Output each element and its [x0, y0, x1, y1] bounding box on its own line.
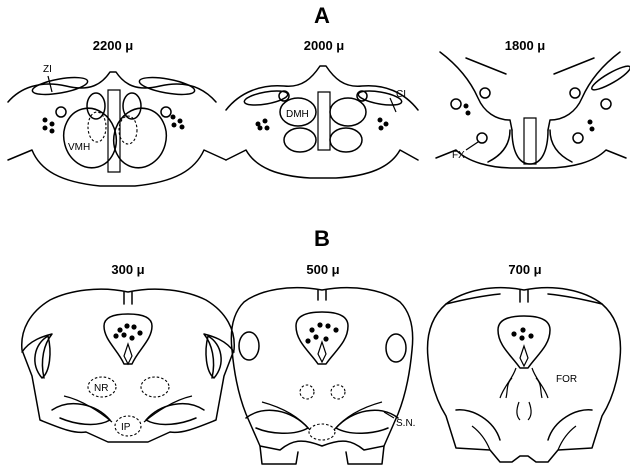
label-dmh: DMH	[286, 109, 309, 120]
label-ip: IP	[121, 422, 131, 433]
section-b-300-level: 300 μ	[111, 262, 144, 277]
label-zi: ZI	[43, 64, 52, 75]
label-ci: CI	[396, 89, 406, 100]
label-fx: FX	[452, 150, 465, 161]
section-a-2200: 2200 μ ZI VMH	[8, 38, 226, 186]
section-a-2200-level: 2200 μ	[93, 38, 134, 53]
section-a-2000: 2000 μ DMH CI	[226, 38, 418, 178]
label-sn: S.N.	[396, 418, 415, 429]
label-vmh: VMH	[68, 142, 90, 153]
section-b-500-level: 500 μ	[306, 262, 339, 277]
section-a-1800: 1800 μ FX	[436, 38, 630, 168]
section-b-700: 700 μ FOR	[428, 262, 621, 462]
panel-a-letter: A	[314, 3, 330, 28]
label-for: FOR	[556, 374, 577, 385]
section-a-1800-level: 1800 μ	[505, 38, 546, 53]
section-b-300: 300 μ NR IP	[22, 262, 235, 442]
section-b-500: 500 μ S.N.	[231, 262, 415, 464]
label-nr: NR	[94, 383, 108, 394]
section-b-700-level: 700 μ	[508, 262, 541, 277]
section-a-2000-level: 2000 μ	[304, 38, 345, 53]
panel-b-letter: B	[314, 226, 330, 251]
